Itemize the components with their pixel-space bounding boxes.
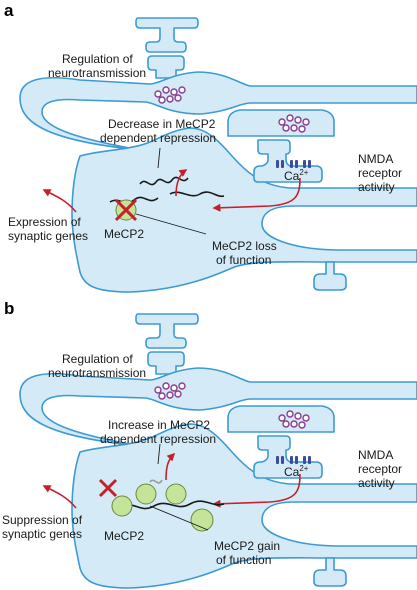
panel-a-nucleus-detail (109, 169, 225, 235)
panel-b-regulation-2: neurotransmission (48, 366, 146, 380)
panel-b: b Regulation of neurotransmission Increa… (2, 299, 417, 588)
panel-a-protein-label: MeCP2 (104, 227, 144, 241)
panel-b-repression-1: Increase in MeCP2 (108, 418, 210, 432)
panel-a-genes-1: Expression of (8, 215, 81, 229)
panel-b-nucleus-detail (98, 452, 225, 532)
panel-a-repression-2: dependent repression (100, 131, 216, 145)
panel-b-receptor-2: receptor (358, 462, 402, 476)
panel-b-ion: Ca2+ (284, 464, 309, 479)
panel-b-regulation-1: Regulation of (62, 352, 133, 366)
panel-b-mecp2-blob-1 (111, 495, 133, 517)
panel-a-receptor-2: receptor (358, 166, 402, 180)
panel-a-function-1: MeCP2 loss (212, 239, 277, 253)
panel-b-function-1: MeCP2 gain (214, 539, 280, 553)
panel-a-regulation-1: Regulation of (62, 52, 133, 66)
panel-a-cross-icon (114, 198, 138, 222)
panel-b-letter: b (4, 299, 14, 318)
panel-b-genes-2: synaptic genes (2, 527, 82, 541)
panel-b-mecp2-blob-2 (135, 483, 157, 505)
panel-a: a Regulation of neurotransmission Decrea… (4, 1, 417, 292)
panel-b-repression-2: dependent repression (100, 432, 216, 446)
panel-a-regulation-2: neurotransmission (48, 66, 146, 80)
panel-b-mecp2-blob-3 (165, 483, 187, 505)
panel-a-repression-1: Decrease in MeCP2 (108, 117, 216, 131)
panel-a-letter: a (4, 1, 14, 20)
panel-b-protein-label: MeCP2 (104, 529, 144, 543)
panel-a-receptor-1: NMDA (358, 152, 393, 166)
panel-a-genes-2: synaptic genes (8, 229, 88, 243)
panel-a-ion: Ca2+ (284, 168, 309, 183)
panel-b-genes-1: Suppression of (2, 513, 83, 527)
panel-b-function-2: of function (216, 553, 271, 567)
panel-b-cross-icon (98, 478, 118, 498)
panel-a-receptor-3: activity (358, 180, 395, 194)
panel-b-receptor-3: activity (358, 476, 395, 490)
panel-b-receptor-1: NMDA (358, 448, 393, 462)
panel-a-function-2: of function (216, 253, 271, 267)
